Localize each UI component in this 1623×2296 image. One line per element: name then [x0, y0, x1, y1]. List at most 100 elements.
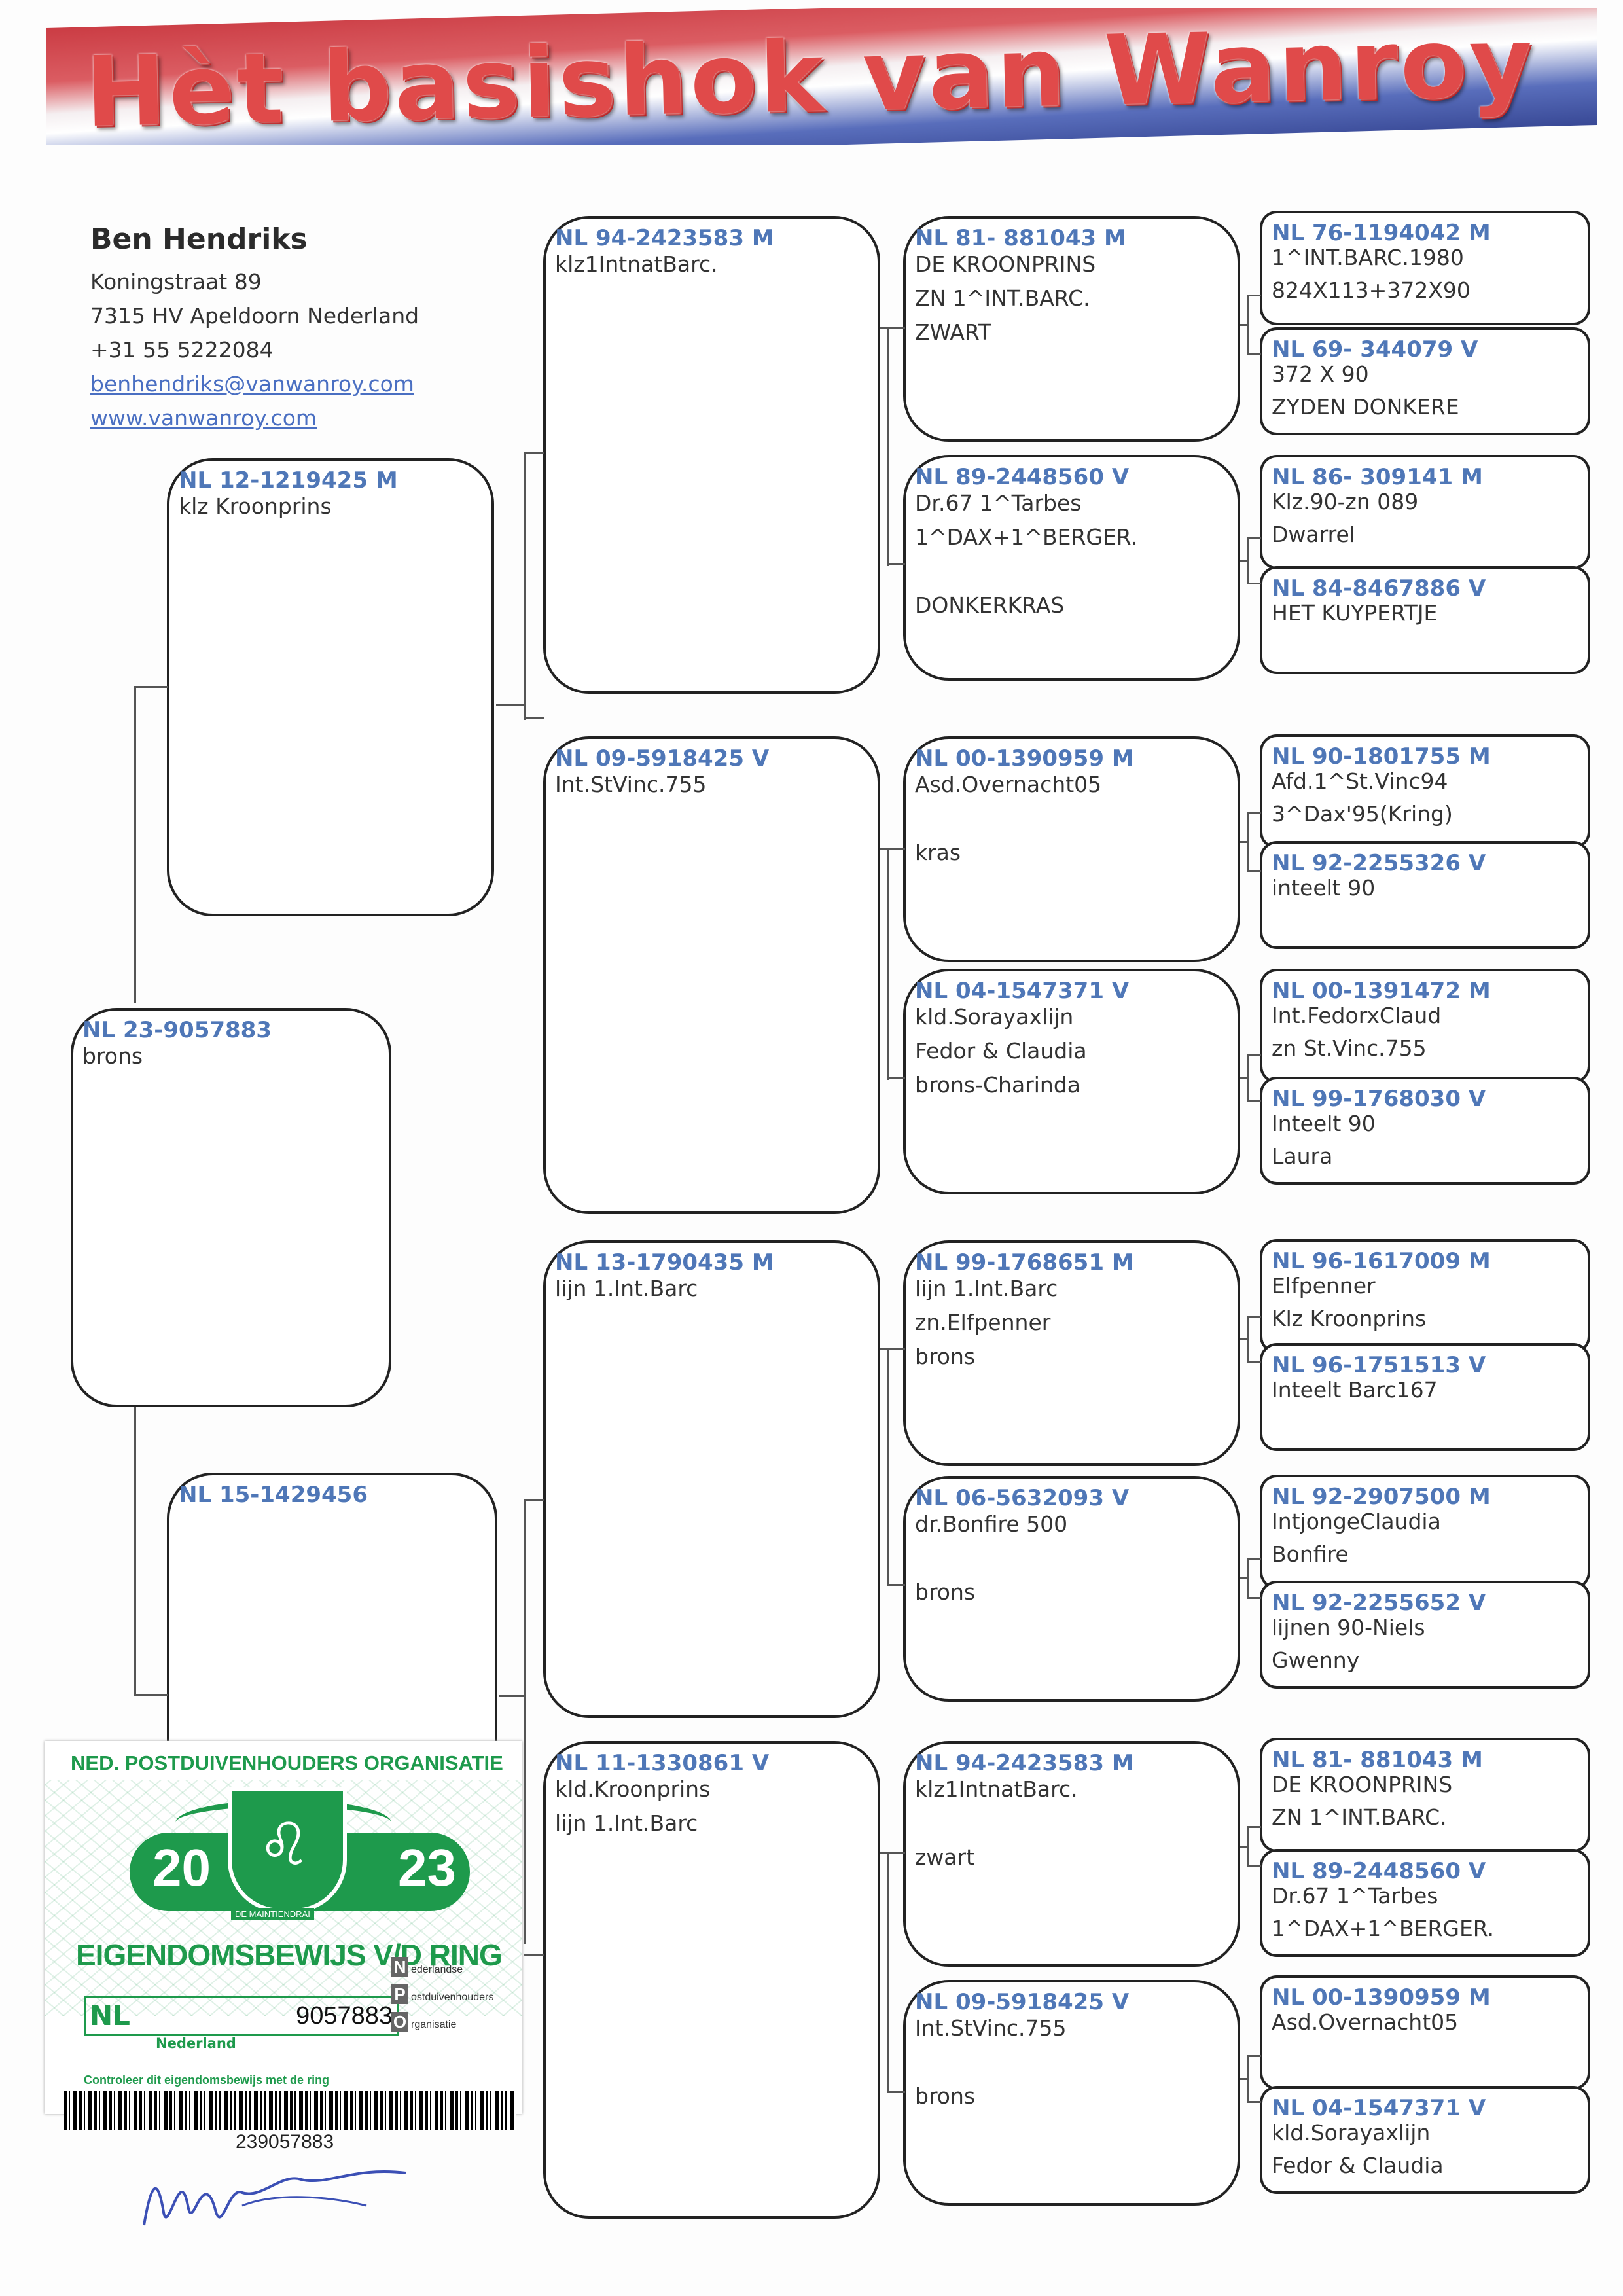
ring-number: NL 94-2423583 M — [555, 225, 774, 251]
pigeon-info-line: DE KROONPRINS — [915, 251, 1096, 277]
ring-number: NL 11-1330861 V — [555, 1750, 769, 1776]
ring-number: 9057883 — [296, 2002, 393, 2030]
ring-number: NL 00-1390959 M — [1272, 1984, 1491, 2011]
connector-line — [887, 1348, 905, 1350]
connector-line — [887, 848, 889, 1080]
owner-website-link[interactable]: www.vanwanroy.com — [90, 401, 419, 435]
pigeon-info-line: brons — [915, 2083, 975, 2109]
pigeon-info-line: klz1IntnatBarc. — [555, 251, 718, 277]
ring-number: NL 96-1617009 M — [1272, 1248, 1491, 1274]
pigeon-info-line: ZN 1^INT.BARC. — [1272, 1804, 1447, 1830]
owner-info: Ben Hendriks Koningstraat 89 7315 HV Ape… — [90, 223, 419, 435]
pigeon-info-line: ZYDEN DONKERE — [1272, 394, 1459, 420]
ring-number: NL 99-1768651 M — [915, 1249, 1134, 1276]
pigeon-info-line: Asd.Overnacht05 — [915, 772, 1101, 797]
ring-number: NL 99-1768030 V — [1272, 1086, 1486, 1112]
pigeon-info-line: Fedor & Claudia — [915, 1038, 1087, 1064]
connector-line — [1247, 537, 1249, 583]
pigeon-info-line: Laura — [1272, 1143, 1332, 1169]
ring-number: NL 89-2448560 V — [1272, 1858, 1486, 1884]
ring-number: NL 81- 881043 M — [915, 225, 1126, 251]
connector-line — [524, 1954, 544, 1956]
connector-line — [1247, 1100, 1261, 1102]
connector-line — [1247, 1597, 1261, 1599]
pigeon-info-line: Afd.1^St.Vinc94 — [1272, 768, 1448, 794]
pigeon-info-line: Dr.67 1^Tarbes — [915, 490, 1082, 516]
pigeon-info-line: Klz.90-zn 089 — [1272, 489, 1418, 514]
connector-line — [524, 1499, 526, 1944]
ring-number: NL 69- 344079 V — [1272, 336, 1478, 363]
connector-line — [134, 686, 136, 1003]
pigeon-info-line: kras — [915, 840, 961, 865]
header-banner: Hèt basishok van Wanroy — [46, 8, 1597, 145]
pigeon-info-line: 1^DAX+1^BERGER. — [1272, 1916, 1494, 1941]
npo-n: Nederlandse — [391, 1957, 463, 1977]
ring-number: NL 09-5918425 V — [555, 745, 769, 772]
pigeon-info-line: lijn 1.Int.Barc — [555, 1810, 698, 1836]
ring-number: NL 92-2907500 M — [1272, 1484, 1491, 1510]
ring-number: NL 76-1194042 M — [1272, 220, 1491, 246]
pigeon-info-line: lijnen 90-Niels — [1272, 1615, 1425, 1640]
connector-line — [1247, 1558, 1249, 1597]
connector-line — [1247, 1316, 1261, 1318]
year-left: 20 — [152, 1838, 211, 1898]
ring-number: NL 04-1547371 V — [915, 978, 1129, 1004]
pigeon-info-line: brons-Charinda — [915, 1072, 1080, 1098]
ring-number: NL 23-9057883 — [82, 1017, 272, 1043]
pigeon-info-line: zn.Elfpenner — [915, 1310, 1050, 1335]
pigeon-box: NL 23-9057883brons — [71, 1008, 391, 1407]
owner-phone: +31 55 5222084 — [90, 333, 419, 367]
connector-line — [496, 704, 526, 706]
pigeon-info-line: lijn 1.Int.Barc — [915, 1276, 1058, 1301]
pigeon-info-line: Dwarrel — [1272, 522, 1355, 547]
pigeon-info-line: ZN 1^INT.BARC. — [915, 285, 1090, 311]
connector-line — [1247, 1826, 1249, 1865]
grandparent-box: NL 09-5918425 VInt.StVinc.755 — [543, 736, 880, 1214]
pigeon-info-line: Int.StVinc.755 — [915, 2015, 1067, 2041]
ring-number-field: NL 9057883 — [84, 1996, 399, 2036]
pigeon-info-line: kld.Kroonprins — [555, 1776, 710, 1802]
pigeon-info-line: brons — [915, 1344, 975, 1369]
pigeon-info-line: Inteelt 90 — [1272, 1111, 1376, 1136]
certificate-org: NED. POSTDUIVENHOUDERS ORGANISATIE — [71, 1751, 503, 1775]
ring-number: NL 96-1751513 V — [1272, 1352, 1486, 1378]
pigeon-info-line: zwart — [915, 1844, 974, 1870]
country-code: NL — [90, 2000, 130, 2032]
pigeon-info-line: Int.FedorxClaud — [1272, 1003, 1441, 1028]
connector-line — [1247, 1826, 1261, 1828]
connector-line — [887, 563, 905, 565]
connector-line — [1247, 583, 1261, 584]
owner-email-link[interactable]: benhendriks@vanwanroy.com — [90, 367, 419, 401]
connector-line — [524, 717, 544, 719]
pigeon-info-line: Dr.67 1^Tarbes — [1272, 1883, 1438, 1909]
ring-number: NL 00-1390959 M — [915, 745, 1134, 772]
ring-number: NL 09-5918425 V — [915, 1989, 1129, 2015]
ring-number: NL 00-1391472 M — [1272, 978, 1491, 1004]
lion-shield-icon: ♌ — [228, 1787, 347, 1912]
ring-number: NL 06-5632093 V — [915, 1485, 1129, 1511]
connector-line — [134, 1407, 136, 1695]
connector-line — [524, 1499, 544, 1501]
pigeon-info-line: kld.Sorayaxlijn — [915, 1004, 1073, 1030]
connector-line — [887, 1852, 905, 1854]
connector-line — [887, 2091, 905, 2093]
